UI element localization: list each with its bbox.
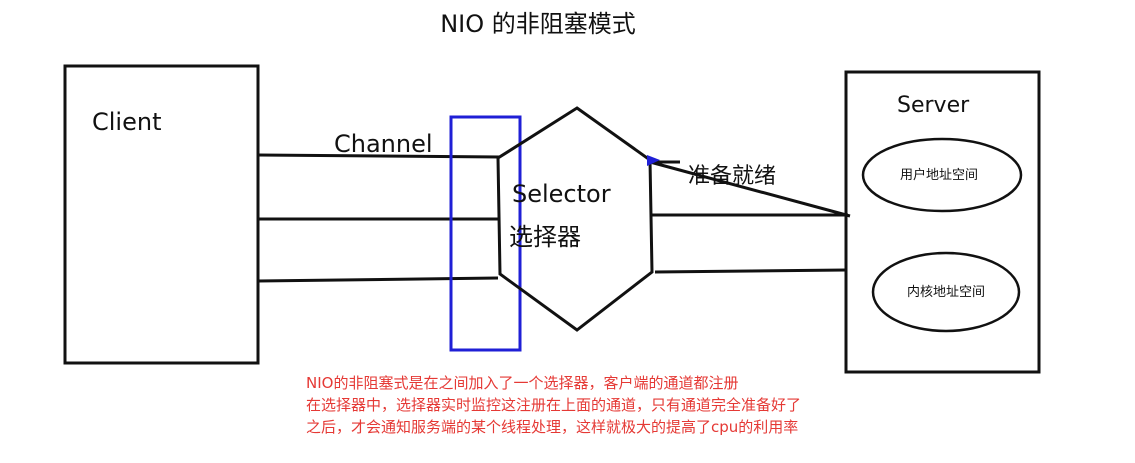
channel-line-3 bbox=[257, 276, 499, 283]
selector-server-line-2 bbox=[654, 268, 847, 274]
channel-highlight-box bbox=[449, 115, 522, 352]
ready-label: 准备就绪 bbox=[688, 164, 776, 189]
channel-label: Channel bbox=[334, 130, 433, 158]
user-space-label: 用户地址空间 bbox=[900, 167, 978, 183]
channel-line-1 bbox=[257, 153, 501, 159]
client-label: Client bbox=[92, 108, 161, 136]
explanation-note: NIO的非阻塞式是在之间加入了一个选择器，客户端的通道都注册 在选择器中，选择器… bbox=[306, 372, 946, 438]
note-line-1: NIO的非阻塞式是在之间加入了一个选择器，客户端的通道都注册 bbox=[306, 374, 739, 392]
kernel-space-label: 内核地址空间 bbox=[907, 284, 985, 300]
selector-label-en: Selector bbox=[512, 180, 611, 208]
client-box bbox=[63, 64, 260, 365]
user-space-ellipse bbox=[861, 137, 1023, 213]
selector-label-cn: 选择器 bbox=[509, 223, 581, 251]
ready-line bbox=[649, 160, 851, 218]
ready-arrow-icon bbox=[647, 155, 660, 166]
kernel-space-ellipse bbox=[871, 251, 1021, 333]
server-label: Server bbox=[897, 93, 970, 118]
note-line-2: 在选择器中，选择器实时监控这注册在上面的通道，只有通道完全准备好了 bbox=[306, 396, 802, 414]
server-box bbox=[844, 70, 1041, 374]
diagram-title: NIO 的非阻塞模式 bbox=[440, 10, 636, 38]
note-line-3: 之后，才会通知服务端的某个线程处理，这样就极大的提高了cpu的利用率 bbox=[306, 418, 799, 436]
